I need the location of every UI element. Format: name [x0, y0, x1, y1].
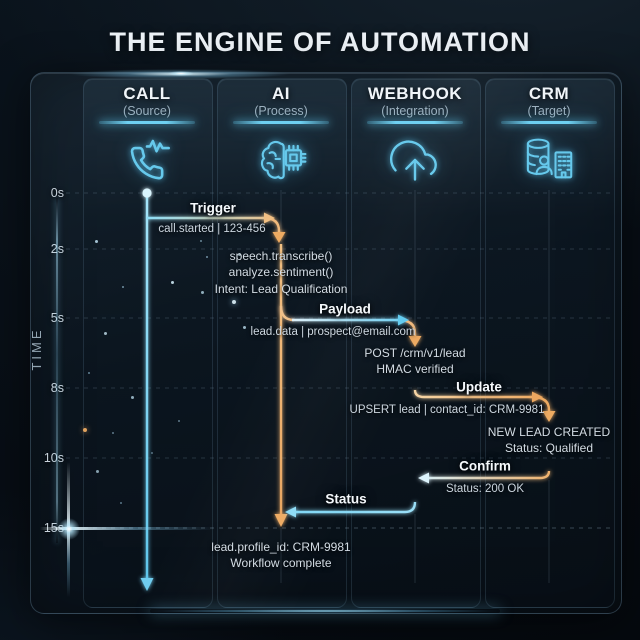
lane-webhook-title: WEBHOOK	[367, 84, 463, 103]
lane-call-title: CALL	[123, 84, 171, 103]
tick-10s: 10s	[43, 451, 64, 465]
lane-call-underline	[99, 121, 195, 124]
diagram-panel	[30, 72, 622, 614]
lane-webhook-underline	[367, 121, 463, 124]
database-person-building-icon	[485, 134, 613, 186]
bottom-flare-horizontal	[40, 527, 215, 530]
page-title: THE ENGINE OF AUTOMATION	[109, 27, 531, 57]
cloud-upload-icon	[351, 134, 479, 186]
top-streak-core	[168, 71, 194, 76]
tick-2s: 2s	[28, 242, 64, 256]
update-label: Update	[456, 379, 502, 395]
lane-ai-underline	[233, 121, 329, 124]
time-axis-label: TIME	[29, 327, 44, 371]
status-label: Status	[325, 491, 367, 507]
left-light-beam	[56, 198, 58, 543]
phone-pulse-icon	[83, 134, 211, 186]
lane-crm-subtitle: (Target)	[527, 104, 571, 118]
payload-detail: lead.data | prospect@email.com	[250, 326, 416, 338]
lane-crm-title: CRM	[528, 84, 570, 103]
ai-note-line1: speech.transcribe()	[229, 249, 333, 263]
confirm-detail: Status: 200 OK	[446, 483, 524, 495]
brain-chip-icon	[217, 134, 345, 186]
confirm-label: Confirm	[459, 458, 511, 474]
webhook-note-line2: HMAC verified	[376, 362, 454, 376]
tick-0s: 0s	[50, 186, 64, 200]
lane-crm-underline	[501, 121, 597, 124]
webhook-note-line1: POST /crm/v1/lead	[364, 346, 466, 360]
lane-ai-subtitle: (Process)	[254, 104, 308, 118]
lane-call-subtitle: (Source)	[123, 104, 171, 118]
panel-bottom-glow	[150, 609, 500, 613]
update-detail: UPSERT lead | contact_id: CRM-9981	[349, 404, 545, 416]
lane-webhook-subtitle: (Integration)	[381, 104, 449, 118]
lane-ai-title: AI	[272, 84, 290, 103]
tick-5s: 5s	[28, 311, 64, 325]
bottom-flare-core	[58, 518, 80, 540]
ai-note-line2: analyze.sentiment()	[228, 265, 334, 279]
trigger-label: Trigger	[190, 200, 236, 216]
ai-note-line3: Intent: Lead Qualification	[214, 282, 348, 296]
tick-8s: 8s	[28, 381, 64, 395]
lane-crm	[485, 78, 615, 608]
completion-note-line2: Workflow complete	[230, 556, 332, 570]
payload-label: Payload	[319, 301, 371, 317]
trigger-detail: call.started | 123-456	[158, 223, 266, 235]
completion-note-line1: lead.profile_id: CRM-9981	[211, 540, 351, 554]
crm-note-line1: NEW LEAD CREATED	[487, 425, 611, 439]
crm-note-line2: Status: Qualified	[504, 441, 594, 455]
